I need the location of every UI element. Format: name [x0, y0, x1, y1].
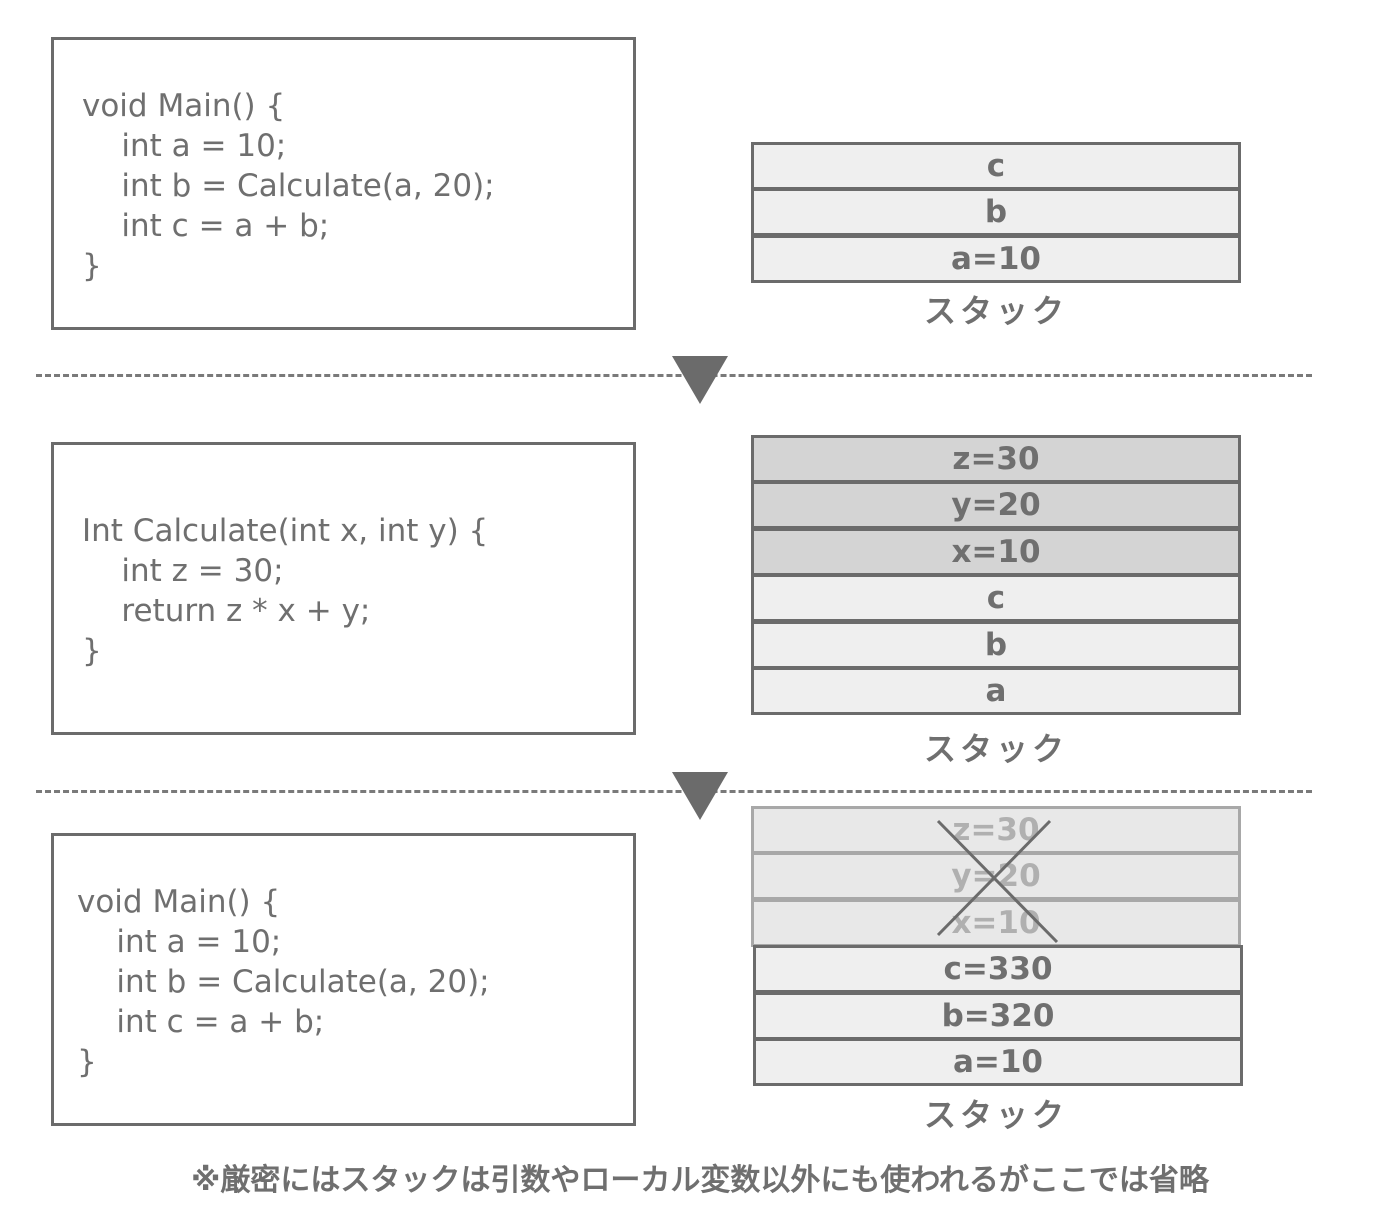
stack-cell: c	[751, 142, 1241, 190]
stack-1: c b a=10	[751, 142, 1241, 284]
code-line: void Main() {	[82, 88, 286, 124]
stack-cell: c	[751, 574, 1241, 622]
code-box-calculate: Int Calculate(int x, int y) { int z = 30…	[51, 442, 636, 735]
stack-cell: a=10	[751, 235, 1241, 283]
stack-cell: a	[751, 667, 1241, 715]
code-line: int b = Calculate(a, 20);	[77, 964, 490, 1000]
code-line: }	[82, 248, 102, 284]
cross-out-icon	[936, 819, 1059, 944]
code-line: int c = a + b;	[77, 1004, 325, 1040]
stack-label: スタック	[923, 292, 1068, 330]
code-box-main-1: void Main() { int a = 10; int b = Calcul…	[51, 37, 636, 330]
code-line: return z * x + y;	[82, 593, 371, 629]
down-arrow-icon	[672, 772, 728, 820]
code-line: int a = 10;	[82, 128, 287, 164]
stack-3: z=30 y=20 x=10 c=330 b=320 a=10	[751, 806, 1243, 1088]
stack-cell: c=330	[753, 945, 1243, 993]
stack-2: z=30 y=20 x=10 c b a	[751, 435, 1241, 717]
stack-cell: x=10	[751, 528, 1241, 576]
code-line: }	[82, 633, 102, 669]
stack-cell: b=320	[753, 992, 1243, 1040]
stack-label: スタック	[923, 1096, 1068, 1134]
code-line: int a = 10;	[77, 924, 282, 960]
code-line: int z = 30;	[82, 553, 284, 589]
stack-cell: b	[751, 188, 1241, 236]
stack-cell: y=20	[751, 481, 1241, 529]
stack-cell: b	[751, 621, 1241, 669]
code-line: int c = a + b;	[82, 208, 330, 244]
footnote: ※厳密にはスタックは引数やローカル変数以外にも使われるがここでは省略	[191, 1163, 1209, 1198]
code-line: }	[77, 1044, 97, 1080]
code-line: Int Calculate(int x, int y) {	[82, 513, 489, 549]
code-line: void Main() {	[77, 884, 281, 920]
code-box-main-2: void Main() { int a = 10; int b = Calcul…	[51, 833, 636, 1126]
stack-cell: a=10	[753, 1038, 1243, 1086]
stack-cell: z=30	[751, 435, 1241, 483]
code-line: int b = Calculate(a, 20);	[82, 168, 495, 204]
stack-label: スタック	[923, 730, 1068, 768]
down-arrow-icon	[672, 356, 728, 404]
